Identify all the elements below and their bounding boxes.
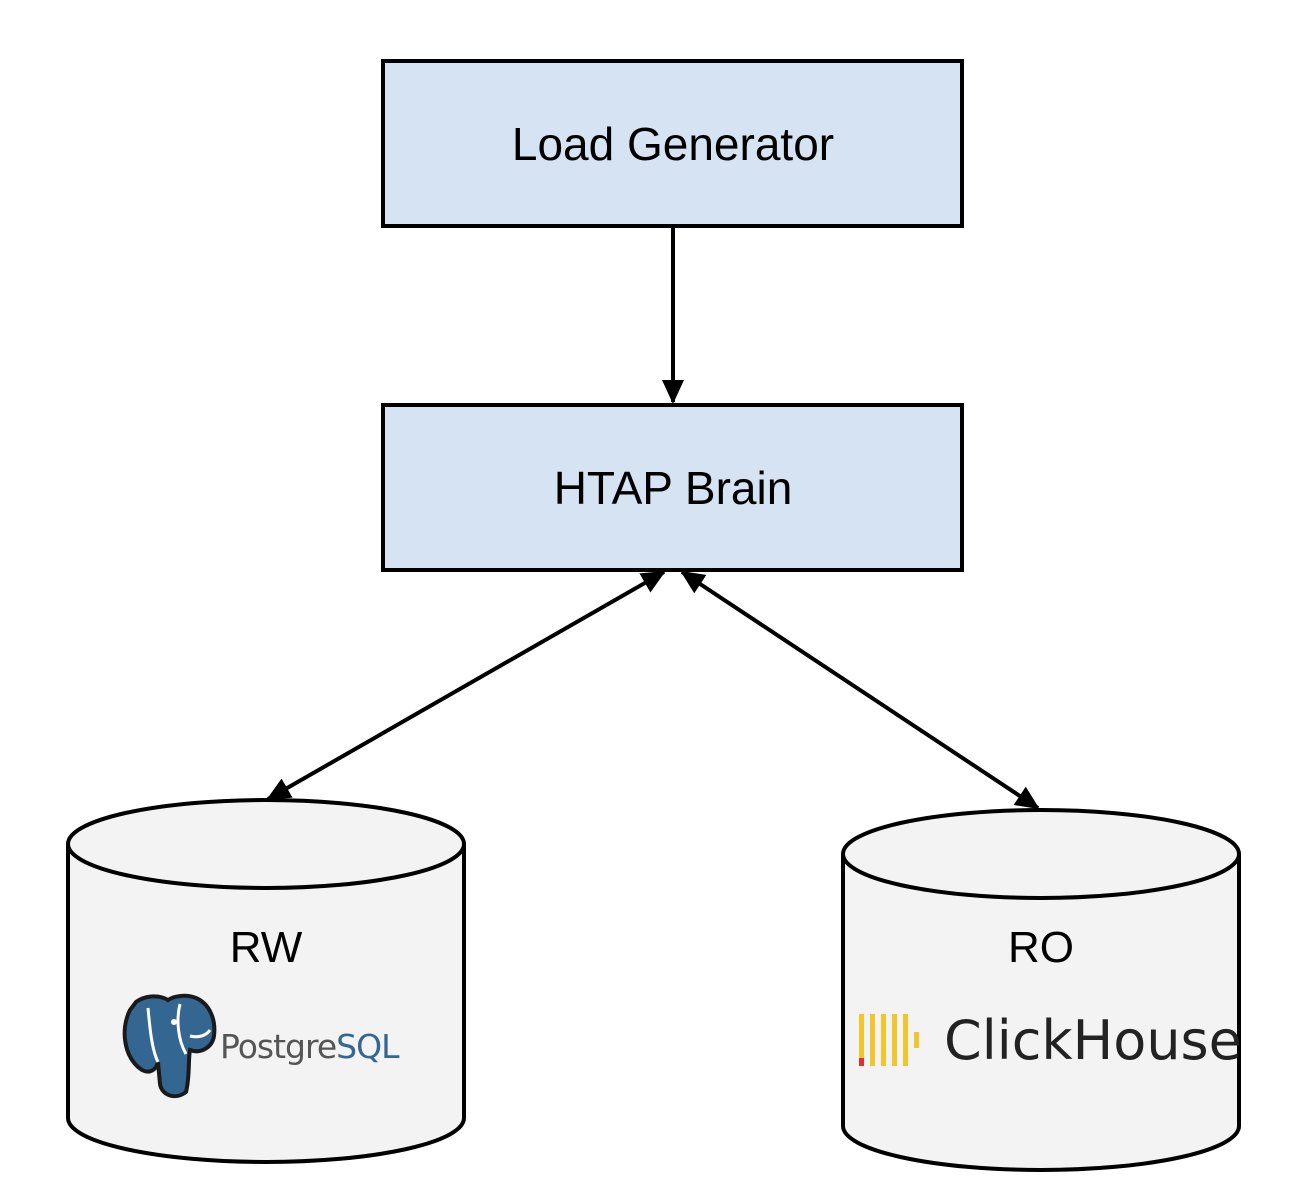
clickhouse-bars-icon [859, 1014, 919, 1066]
database-rw-label: RW [230, 923, 303, 972]
node-htap-brain: HTAP Brain [381, 403, 964, 572]
elephant-icon [122, 993, 217, 1099]
database-rw: RW PostgreSQL [66, 798, 466, 1164]
postgresql-logo: PostgreSQL [122, 993, 401, 1099]
edge-htap-brain-rw [266, 570, 666, 801]
database-ro: RO ClickHouse [841, 808, 1242, 1172]
edge-htap-brain-ro [680, 570, 1040, 810]
node-load-generator-label: Load Generator [512, 118, 834, 170]
postgresql-wordmark: PostgreSQL [220, 1027, 400, 1066]
clickhouse-wordmark: ClickHouse [944, 1009, 1242, 1072]
node-load-generator: Load Generator [381, 59, 964, 228]
database-ro-label: RO [1008, 923, 1074, 972]
clickhouse-logo: ClickHouse [859, 1009, 1242, 1072]
postgresql-wordmark-part2: SQL [336, 1027, 400, 1066]
postgresql-wordmark-part1: Postgre [220, 1027, 336, 1066]
node-htap-brain-label: HTAP Brain [554, 462, 793, 514]
